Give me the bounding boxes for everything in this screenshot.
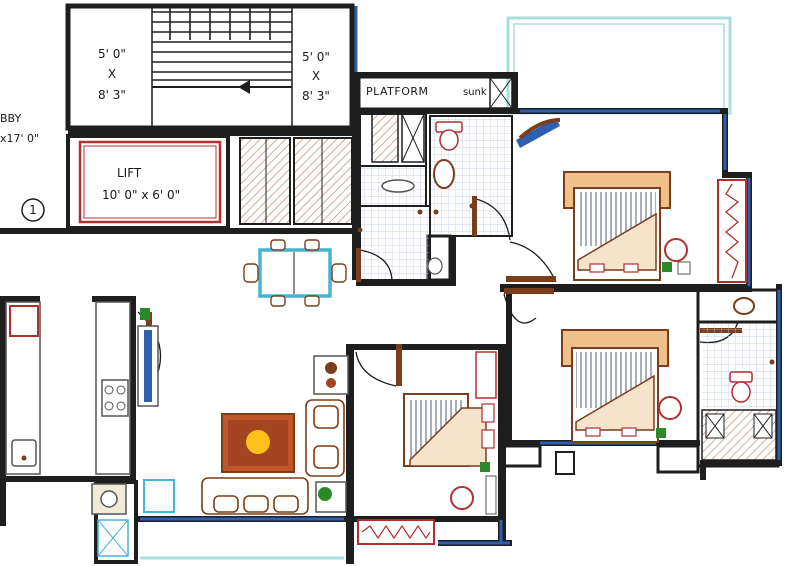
master-bed [563, 171, 691, 281]
platform-label: PLATFORM [366, 85, 429, 98]
stair-dim-right-width: 5' 0" [302, 50, 330, 64]
lift [66, 134, 230, 230]
stair-dim-right-length: 8' 3" [302, 89, 330, 103]
lift-label: LIFT [117, 166, 142, 180]
window-shutter [516, 118, 560, 148]
lift-size-label: 10' 0" x 6' 0" [102, 188, 181, 202]
bedroom2-bed [561, 329, 682, 443]
stair-direction-arrow [238, 80, 292, 94]
bedroom3-bed [403, 351, 497, 515]
sunk-label: sunk [463, 87, 487, 98]
stair-dim-right-x: X [311, 69, 321, 83]
balcony [506, 16, 732, 115]
platform [359, 77, 513, 109]
grid-marker-circle [21, 198, 45, 222]
living-rug [221, 413, 295, 473]
upper-stair-treads [152, 11, 292, 81]
grid-marker-label: 1 [29, 203, 37, 217]
bedroom3-wardrobe [357, 519, 435, 545]
column [555, 451, 575, 475]
lobby-size-label: x17' 0" [0, 132, 40, 145]
stair-dim-left-width: 5' 0" [98, 47, 126, 61]
master-wardrobe [717, 179, 747, 283]
stair-dim-left-x: X [107, 67, 117, 81]
living-sofa [201, 399, 345, 515]
stair-riser-ticks [169, 6, 271, 40]
bath2 [701, 297, 777, 461]
duct-shafts [239, 137, 353, 225]
staircase [65, 3, 355, 136]
toilet-block [357, 113, 513, 281]
dining-table [243, 239, 347, 307]
plants [140, 308, 349, 513]
tv-unit [137, 325, 159, 407]
lobby-label: BBY [0, 112, 22, 125]
door-arc [518, 118, 561, 140]
stair-dim-left-length: 8' 3" [98, 88, 126, 102]
kitchen [5, 301, 131, 557]
